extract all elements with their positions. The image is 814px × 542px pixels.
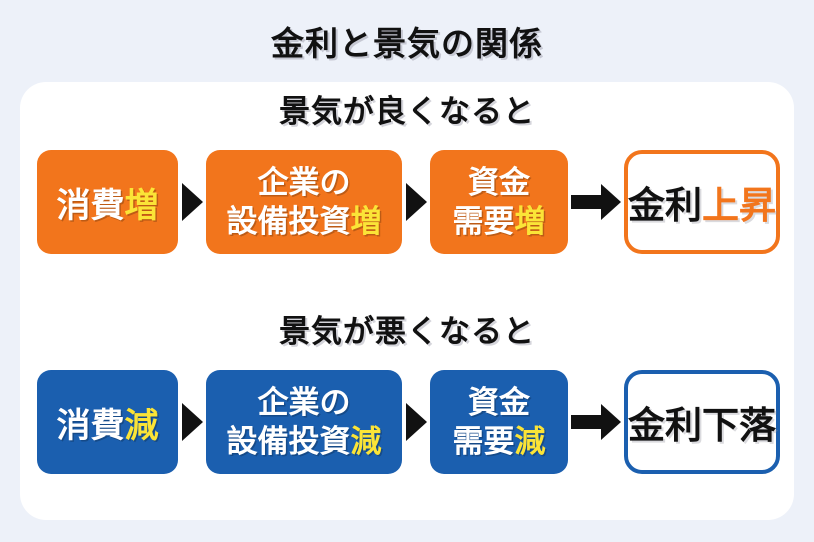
arrow-right-icon	[402, 183, 430, 221]
step-label: 消費増	[57, 178, 159, 227]
step-highlight: 減	[350, 424, 382, 459]
page-title: 金利と景気の関係	[271, 25, 543, 62]
triangle-shape	[181, 403, 203, 441]
step-text: 設備投資	[226, 424, 351, 459]
section-heading-bad: 景気が悪くなると	[279, 314, 535, 349]
step-consumption-bad: 消費減	[37, 370, 178, 474]
step-text: 消費	[56, 406, 125, 445]
step-text: 需要	[452, 204, 515, 239]
step-text: 企業の	[257, 165, 351, 200]
step-capex-bad: 企業の 設備投資減	[206, 370, 402, 474]
step-consumption-good: 消費増	[37, 150, 178, 254]
step-highlight: 増	[514, 204, 546, 239]
result-rate-rise: 金利上昇	[624, 150, 780, 254]
step-funding-demand-bad: 資金 需要減	[430, 370, 568, 474]
step-highlight: 減	[124, 406, 159, 445]
step-highlight: 増	[124, 186, 159, 225]
flow-row-bad: 消費減 企業の 設備投資減 資金 需要減 金利下落	[20, 370, 794, 474]
triangle-shape	[405, 183, 427, 221]
step-capex-good: 企業の 設備投資増	[206, 150, 402, 254]
section-economy-worsens: 景気が悪くなると 消費減 企業の 設備投資減 資金 需要減	[20, 310, 794, 474]
step-label: 消費減	[57, 398, 159, 447]
section-economy-improves: 景気が良くなると 消費増 企業の 設備投資増 資金 需要増	[20, 90, 794, 254]
section-heading-good: 景気が良くなると	[279, 94, 535, 129]
result-text: 金利下落	[628, 405, 776, 446]
step-text: 資金	[468, 385, 530, 420]
step-highlight: 減	[514, 424, 546, 459]
thick-arrow-shape	[571, 184, 621, 220]
arrow-right-icon	[178, 403, 206, 441]
step-funding-demand-good: 資金 需要増	[430, 150, 568, 254]
thick-arrow-right-icon	[568, 402, 624, 442]
step-text: 設備投資	[226, 204, 351, 239]
result-text: 金利	[628, 185, 702, 226]
result-highlight: 上昇	[702, 185, 776, 226]
step-label: 設備投資増	[227, 202, 382, 241]
step-text: 消費	[56, 186, 125, 225]
triangle-shape	[181, 183, 203, 221]
step-label: 設備投資減	[227, 422, 382, 461]
step-highlight: 増	[350, 204, 382, 239]
diagram-card: 景気が良くなると 消費増 企業の 設備投資増 資金 需要増	[20, 82, 794, 520]
thick-arrow-right-icon	[568, 182, 624, 222]
arrow-right-icon	[178, 183, 206, 221]
step-text: 資金	[468, 165, 530, 200]
thick-arrow-shape	[571, 404, 621, 440]
arrow-right-icon	[402, 403, 430, 441]
triangle-shape	[405, 403, 427, 441]
step-text: 需要	[452, 424, 515, 459]
step-label: 需要増	[453, 202, 546, 241]
flow-row-good: 消費増 企業の 設備投資増 資金 需要増 金利上昇	[20, 150, 794, 254]
result-rate-fall: 金利下落	[624, 370, 780, 474]
step-text: 企業の	[257, 385, 351, 420]
step-label: 需要減	[453, 422, 546, 461]
